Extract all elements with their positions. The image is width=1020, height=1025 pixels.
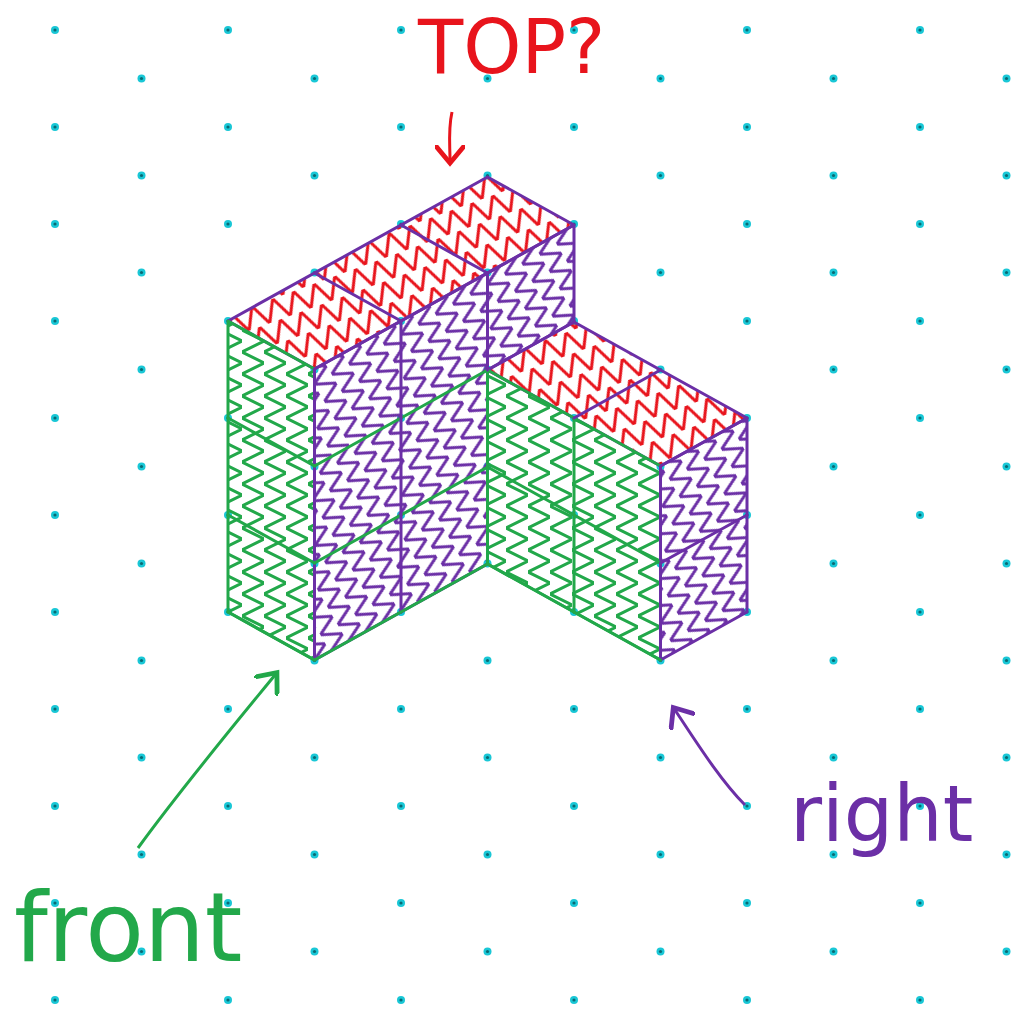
right-arrow <box>675 710 745 805</box>
view-label-front: front <box>14 880 242 976</box>
cell-lines <box>228 225 747 660</box>
top-arrow <box>450 112 453 160</box>
cube-faces <box>228 177 747 660</box>
view-label-top: TOP? <box>418 10 605 84</box>
right-face <box>661 418 748 660</box>
front-arrow <box>138 675 275 848</box>
front-face <box>228 321 315 660</box>
front-face <box>488 370 661 660</box>
view-label-right: right <box>790 775 973 853</box>
